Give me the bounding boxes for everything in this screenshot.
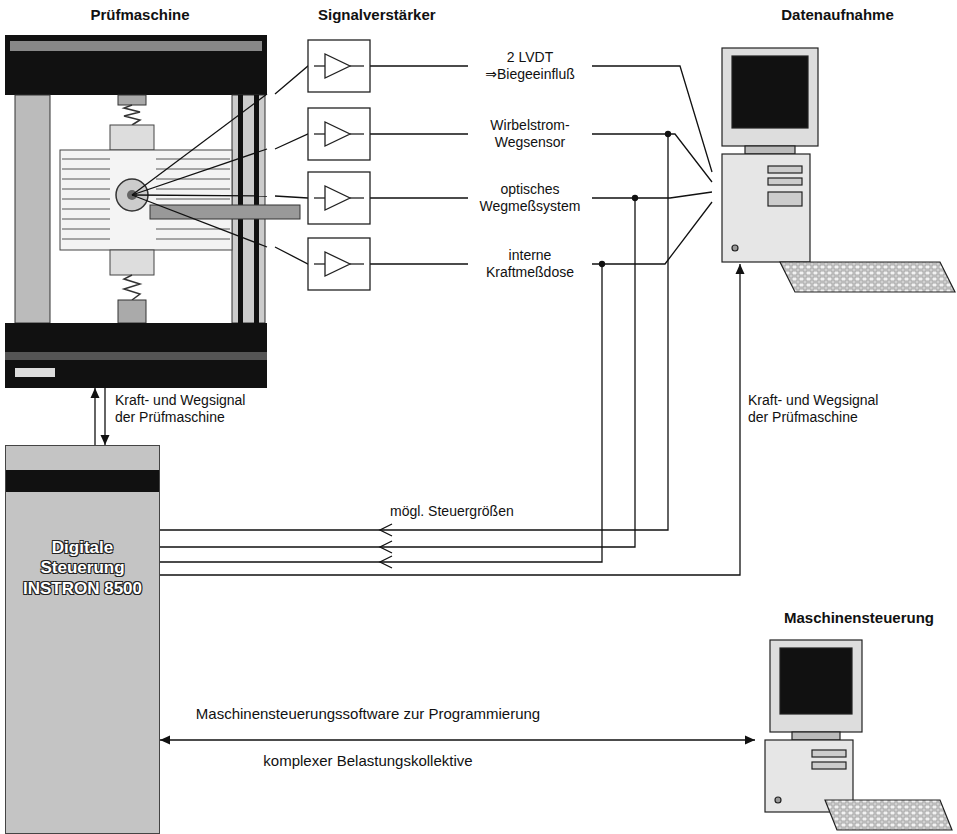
testing-machine-node: Prüfmaschine <box>5 2 275 388</box>
arrowhead <box>101 435 110 445</box>
node-heading: Datenaufnahme <box>712 6 957 23</box>
connector <box>160 736 755 745</box>
edge-label: optisches Wegmeßsystem <box>468 181 592 215</box>
computer-node: Datenaufnahme <box>712 2 957 264</box>
computer-node: Maschinensteuerung <box>755 605 957 834</box>
arrowhead <box>160 736 170 745</box>
testing-machine <box>5 35 300 388</box>
edge-label: Kraft- und Wegsignal der Prüfmaschine <box>748 392 898 426</box>
edge-label: 2 LVDT ⇒Biegeeinfluß <box>468 49 592 83</box>
arrowhead <box>745 736 755 745</box>
edge-label: Wirbelstrom- Wegsensor <box>468 117 592 151</box>
computer-data-acquisition <box>722 48 955 292</box>
connector <box>91 388 100 445</box>
node-heading: Digitale Steuerung INSTRON 8500 <box>18 538 148 599</box>
edge-label: interne Kraftmeßdose <box>468 247 592 281</box>
control-signal-wires <box>160 132 671 569</box>
arrowhead <box>91 388 100 398</box>
annotation-label: komplexer Belastungskollektive <box>263 752 472 770</box>
column-heading: Signalverstärker <box>318 6 436 24</box>
arrowhead <box>736 264 745 274</box>
connector-line <box>160 739 755 740</box>
connector <box>101 388 110 445</box>
edge-label: Kraft- und Wegsignal der Prüfmaschine <box>115 392 265 426</box>
controller-box: Digitale Steuerung INSTRON 8500 <box>5 445 160 834</box>
amplifier-symbols <box>308 40 370 290</box>
computer-machine-control <box>765 640 952 830</box>
node-heading: Maschinensteuerung <box>755 609 957 626</box>
edge-label: Maschinensteuerungssoftware zur Programm… <box>193 705 543 723</box>
annotation-label: mögl. Steuergrößen <box>390 503 514 520</box>
node-heading: Prüfmaschine <box>5 6 275 23</box>
